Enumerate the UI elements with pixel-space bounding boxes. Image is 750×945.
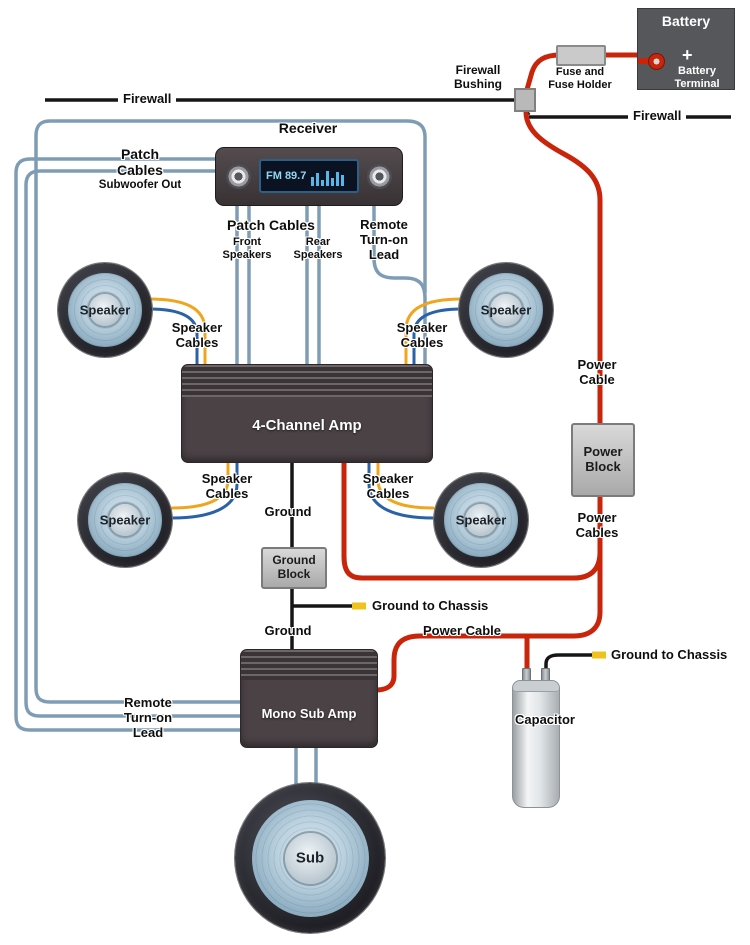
- firewall-bushing-label-line1: Firewall: [455, 63, 501, 77]
- speaker-cables-line1: Speaker: [396, 320, 448, 335]
- ground-block-line1: Ground: [272, 553, 316, 568]
- speaker-top-right: Speaker: [459, 263, 553, 357]
- power-cables-label: Power Cables: [556, 510, 638, 541]
- four-channel-amp: 4-Channel Amp: [181, 364, 433, 463]
- firewall-bushing: [514, 88, 536, 112]
- fuse-holder-label: Fuse and Fuse Holder: [539, 66, 621, 91]
- speaker-cables-label-tr: Speaker Cables: [381, 320, 463, 351]
- capacitor-body: [512, 680, 560, 808]
- receiver-display-text: FM 89.7: [266, 170, 307, 182]
- battery-terminal-icon: [648, 53, 665, 70]
- speaker-cables-label-bl: Speaker Cables: [186, 471, 268, 502]
- remote-left-line2: Turn-on: [123, 709, 173, 725]
- power-block: Power Block: [571, 423, 635, 497]
- speaker-dust-cap: [465, 504, 497, 536]
- remote-top-line3: Lead: [368, 246, 400, 262]
- ground-block: Ground Block: [261, 547, 327, 589]
- speaker-top-left: Speaker: [58, 263, 152, 357]
- speaker-cables-line1: Speaker: [362, 471, 414, 486]
- battery-cable-stub: [638, 58, 651, 64]
- remote-top-line1: Remote: [360, 217, 408, 232]
- front-speakers-line1: Front: [232, 236, 262, 248]
- power-block-line1: Power: [583, 444, 623, 460]
- speaker-bottom-left: Speaker: [78, 473, 172, 567]
- fuse-holder-label-line1: Fuse and: [555, 66, 605, 78]
- ground-label-bottom: Ground: [264, 623, 312, 638]
- speaker-label: Speaker: [99, 512, 151, 528]
- rear-speakers-label: Rear Speakers: [286, 236, 350, 261]
- speaker-cables-line2: Cables: [366, 485, 410, 501]
- receiver-title: Receiver: [278, 120, 338, 136]
- remote-top-line2: Turn-on: [359, 231, 409, 247]
- remote-turn-on-left-label: Remote Turn-on Lead: [106, 695, 190, 741]
- battery-terminal-label-line1: Battery: [678, 65, 716, 77]
- four-channel-amp-label: 4-Channel Amp: [252, 417, 362, 434]
- remote-left-line1: Remote: [124, 695, 172, 710]
- speaker-cables-line1: Speaker: [171, 320, 223, 335]
- front-speakers-line2: Speakers: [222, 248, 272, 261]
- patch-cables-left-line2: Cables: [117, 162, 163, 179]
- fuse-holder: [556, 45, 606, 66]
- power-block-line2: Block: [585, 459, 621, 474]
- power-cables-line1: Power: [577, 510, 617, 525]
- mono-sub-amp-label: Mono Sub Amp: [261, 706, 357, 721]
- equalizer-bars-icon: [311, 166, 345, 186]
- speaker-label: Speaker: [79, 302, 131, 318]
- rear-speakers-line2: Speakers: [293, 248, 343, 261]
- capacitor-label: Capacitor: [515, 712, 575, 727]
- mono-sub-amp: Mono Sub Amp: [240, 649, 378, 748]
- speaker-dust-cap: [490, 294, 522, 326]
- battery-plus-sign: +: [682, 45, 693, 65]
- battery-title: Battery: [661, 13, 711, 29]
- patch-cables-left-label: Patch Cables: [98, 146, 182, 178]
- ground-label-top: Ground: [264, 504, 312, 519]
- battery-terminal-label-line2: Terminal: [674, 77, 720, 90]
- capacitor-top-cap: [513, 681, 559, 692]
- rear-speakers-line1: Rear: [305, 236, 331, 248]
- power-cable-line2: Cable: [579, 371, 615, 387]
- speaker-label: Speaker: [455, 512, 507, 528]
- amp-heatsink-fins: [182, 365, 432, 397]
- speaker-dust-cap: [89, 294, 121, 326]
- patch-cables-left-line1: Patch: [120, 146, 160, 162]
- ground-to-chassis-label-1: Ground to Chassis: [372, 598, 489, 613]
- speaker-cables-line2: Cables: [175, 334, 219, 350]
- speaker-dust-cap: [284, 832, 336, 884]
- receiver-knob-right[interactable]: [367, 164, 392, 189]
- speaker-cables-line2: Cables: [400, 334, 444, 350]
- receiver: FM 89.7: [215, 147, 403, 206]
- speaker-dust-cap: [109, 504, 141, 536]
- receiver-knob-left[interactable]: [226, 164, 251, 189]
- fuse-holder-label-line2: Fuse Holder: [548, 78, 612, 91]
- speaker-cables-label-tl: Speaker Cables: [156, 320, 238, 351]
- speaker-cables-line1: Speaker: [201, 471, 253, 486]
- battery-terminal-label: Battery Terminal: [664, 65, 730, 90]
- remote-left-line3: Lead: [132, 724, 164, 740]
- ground-to-chassis-label-2: Ground to Chassis: [611, 647, 728, 662]
- capacitor: [512, 666, 560, 808]
- amp-heatsink-fins: [241, 650, 377, 680]
- receiver-display: FM 89.7: [259, 159, 359, 193]
- remote-turn-on-top-label: Remote Turn-on Lead: [347, 217, 421, 263]
- power-cable-bottom-label: Power Cable: [422, 623, 502, 638]
- subwoofer: Sub: [235, 783, 385, 933]
- ground-block-line2: Block: [277, 567, 311, 581]
- power-cables-line2: Cables: [575, 524, 619, 540]
- patch-cables-bottom-label: Patch Cables: [227, 217, 315, 233]
- subwoofer-out-label: Subwoofer Out: [98, 179, 182, 191]
- firewall-bushing-label-line2: Bushing: [454, 76, 502, 91]
- power-cable-right-label: Power Cable: [556, 357, 638, 388]
- front-speakers-label: Front Speakers: [215, 236, 279, 261]
- firewall-label-left: Firewall: [118, 91, 177, 107]
- subwoofer-label: Sub: [295, 849, 325, 867]
- speaker-bottom-right: Speaker: [434, 473, 528, 567]
- firewall-label-right: Firewall: [628, 108, 687, 124]
- firewall-bushing-label: Firewall Bushing: [444, 63, 512, 92]
- battery: Battery + Battery Terminal: [637, 8, 735, 90]
- speaker-cables-label-br: Speaker Cables: [347, 471, 429, 502]
- power-cable-line1: Power: [577, 357, 617, 372]
- speaker-label: Speaker: [480, 302, 532, 318]
- speaker-cables-line2: Cables: [205, 485, 249, 501]
